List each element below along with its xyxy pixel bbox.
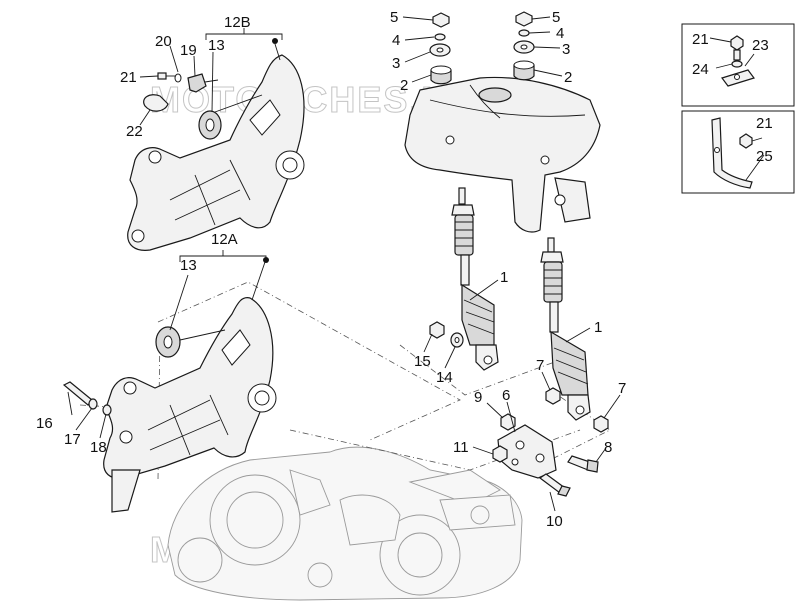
callout-8: 8: [604, 439, 612, 456]
nuts-7: [545, 387, 609, 433]
callout-24: 24: [692, 61, 709, 78]
callout-10: 10: [546, 513, 563, 530]
callout-20: 20: [155, 33, 172, 50]
callout-12B: 12B: [224, 14, 251, 31]
callout-2-left: 2: [400, 77, 408, 94]
leader-lines: [67, 16, 765, 512]
callout-labels: 12B 13 20 19 21 22 12A 13 5 5 4 4 3 3 2 …: [36, 9, 773, 530]
callout-5-right: 5: [552, 9, 560, 26]
callout-16: 16: [36, 415, 53, 432]
callout-3-left: 3: [392, 55, 400, 72]
callout-14: 14: [436, 369, 453, 386]
callout-2-right: 2: [564, 69, 572, 86]
callout-7-right: 7: [618, 380, 626, 397]
engine-bracket-12A: [62, 297, 277, 513]
callout-11: 11: [453, 439, 469, 456]
callout-7-left: 7: [536, 357, 544, 374]
mount-stack-left: [429, 12, 452, 85]
callout-13-upper: 13: [208, 37, 225, 54]
callout-18: 18: [90, 439, 107, 456]
callout-22: 22: [126, 123, 143, 140]
callout-5-left: 5: [390, 9, 398, 26]
callout-23: 23: [752, 37, 769, 54]
frame-housing: [404, 76, 601, 233]
engine-assembly: [167, 446, 523, 601]
engine-bracket-12B: [127, 54, 305, 251]
callout-19: 19: [180, 42, 197, 59]
callout-3-right: 3: [562, 41, 570, 58]
detail-box-bracket-strip: [681, 110, 795, 194]
callout-4-right: 4: [556, 25, 564, 42]
shock-absorber-right: [540, 237, 591, 421]
assembly-brackets: [179, 28, 283, 263]
nut-washer-left: [429, 321, 464, 348]
callout-21-box2: 21: [756, 115, 773, 132]
callout-17: 17: [64, 431, 81, 448]
callout-1-left: 1: [500, 269, 508, 286]
callout-9: 9: [474, 389, 482, 406]
callout-1-right: 1: [594, 319, 602, 336]
callout-6: 6: [502, 387, 510, 404]
callout-21-box1: 21: [692, 31, 709, 48]
detail-box-bolt-bracket: [681, 23, 795, 107]
callout-4-left: 4: [392, 32, 400, 49]
callout-25: 25: [756, 148, 773, 165]
callout-15: 15: [414, 353, 431, 370]
callout-21-upper: 21: [120, 69, 137, 86]
callout-13-lower: 13: [180, 257, 197, 274]
lower-mount-bracket: [492, 413, 599, 497]
mount-stack-right: [513, 11, 535, 81]
callout-12A: 12A: [211, 231, 238, 248]
